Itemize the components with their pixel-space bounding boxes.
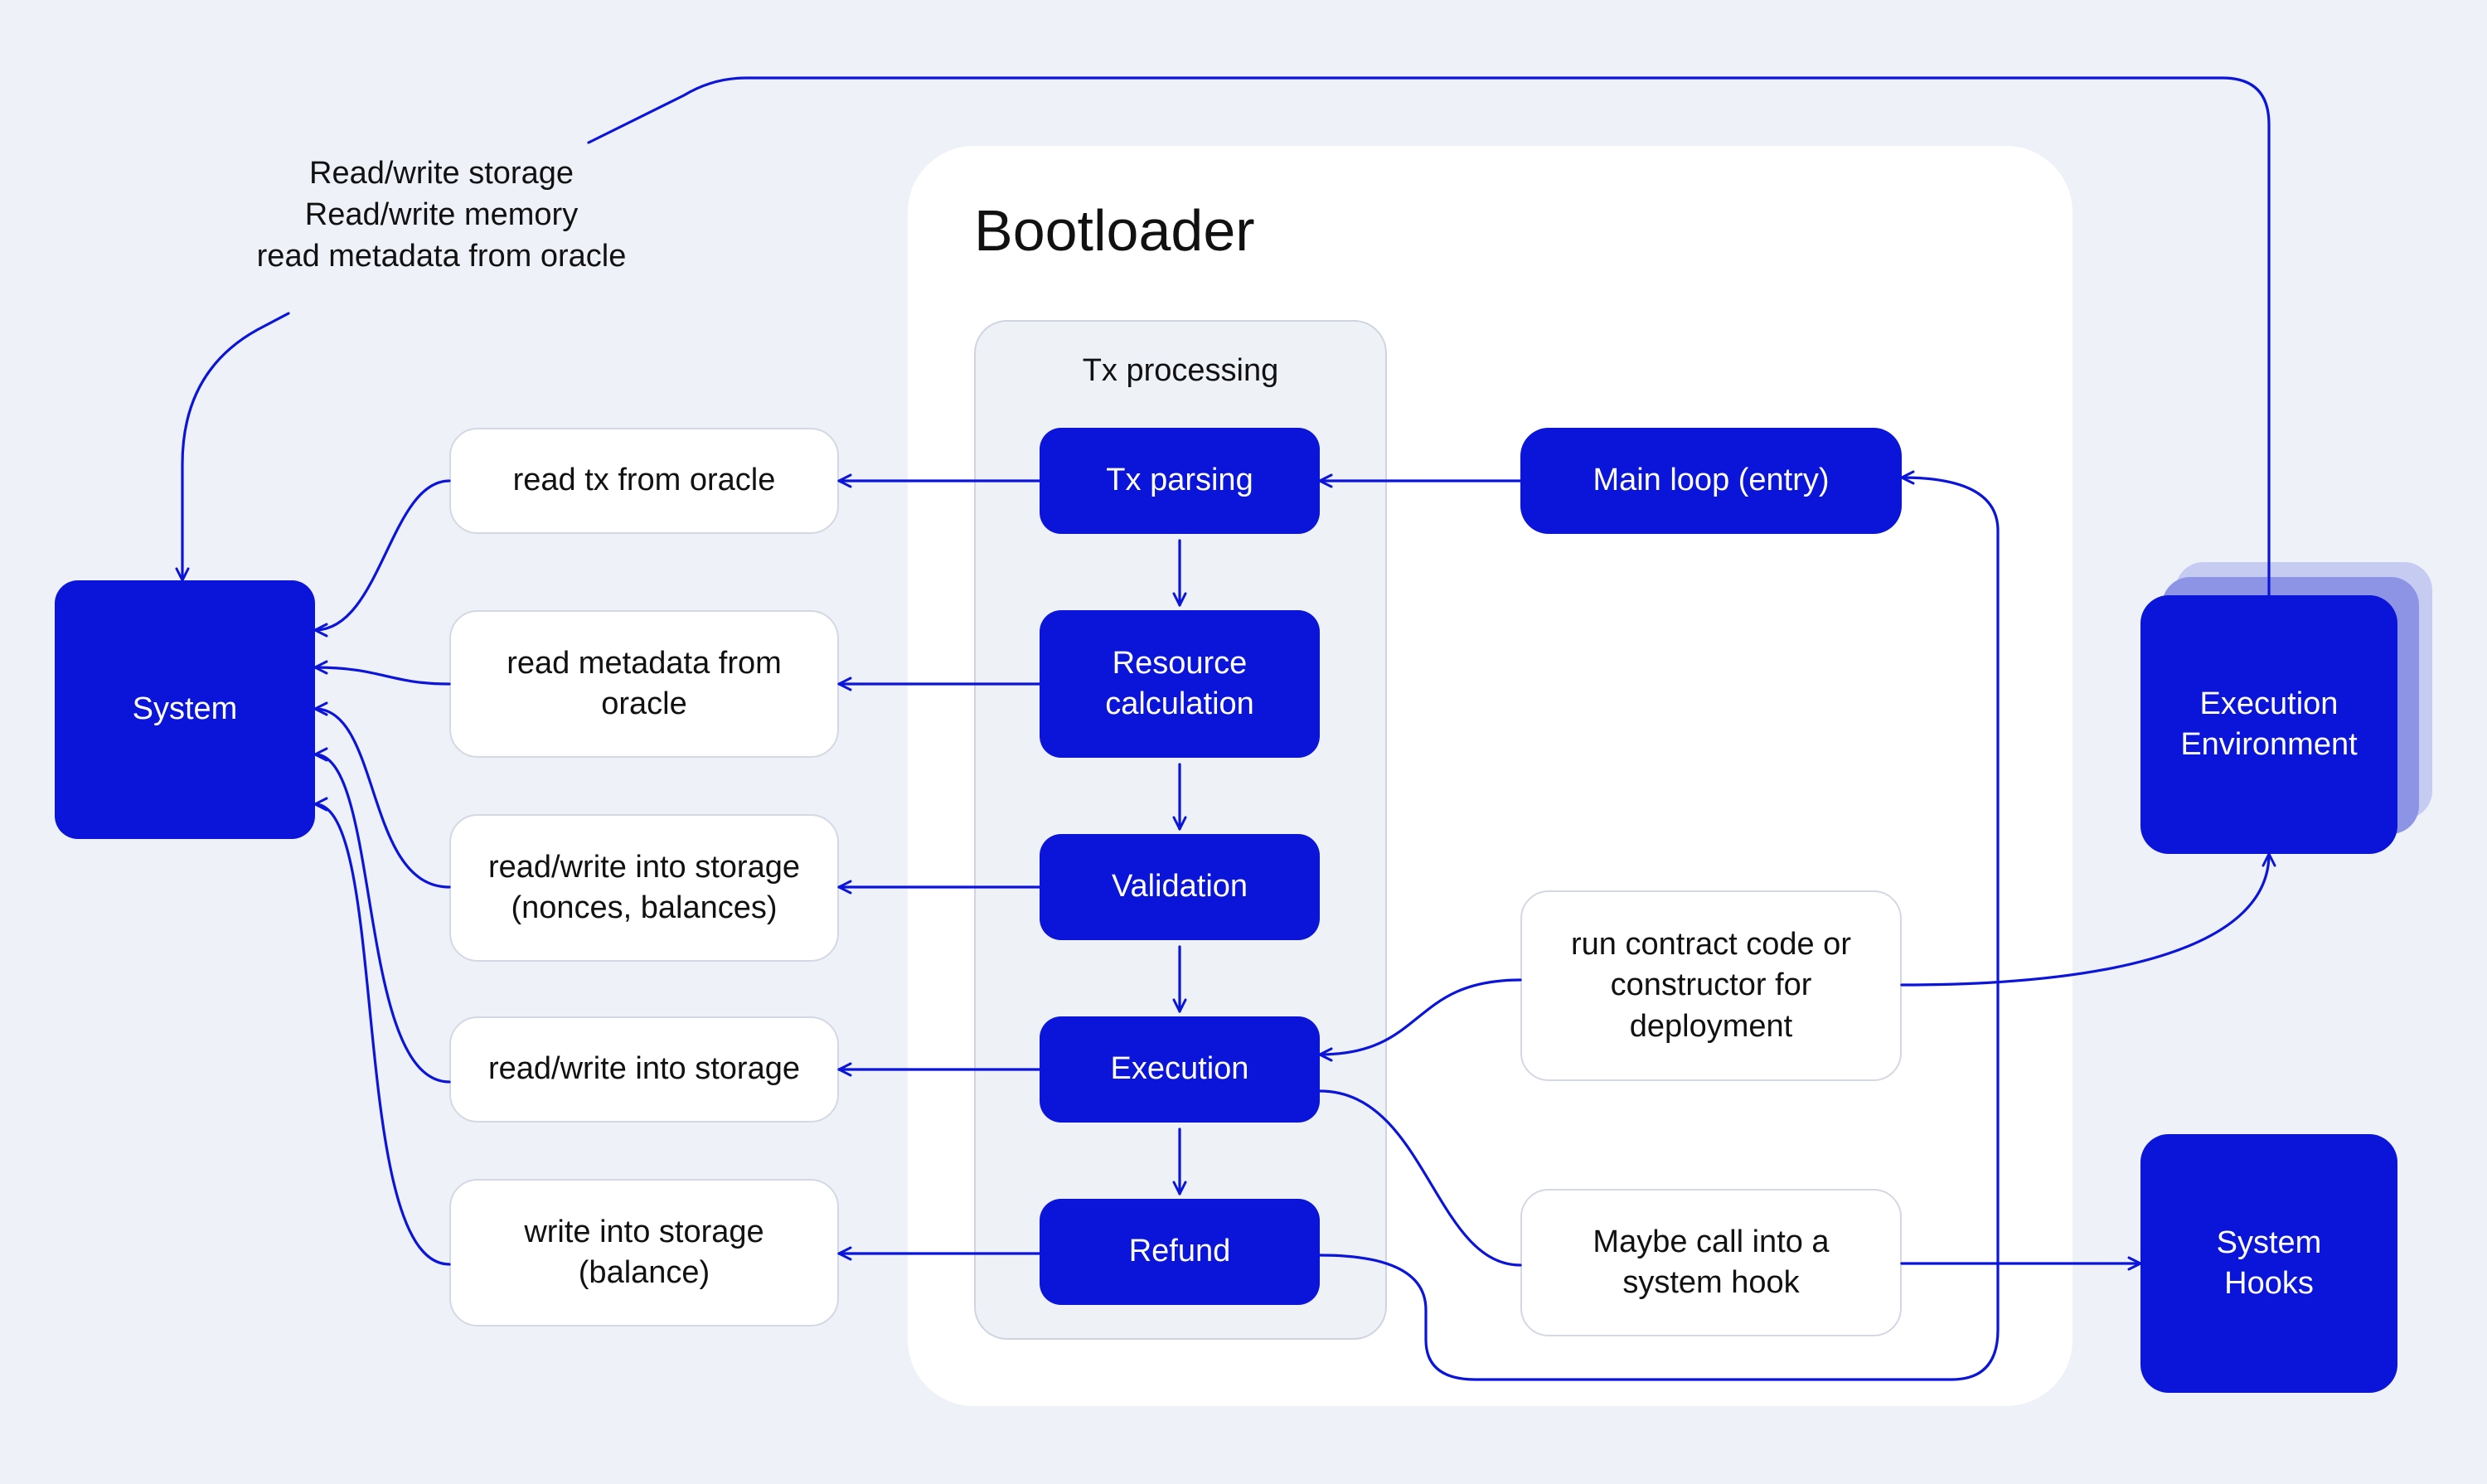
resource-calculation-node[interactable]: Resource calculation (1040, 610, 1320, 758)
main-loop-node[interactable]: Main loop (entry) (1520, 428, 1902, 534)
edge-execution-environment-to-system (182, 76, 2271, 595)
bootloader-title: Bootloader (974, 198, 1255, 263)
edge-refund-to-main-loop (1318, 470, 2000, 1381)
maybe-call-system-hook-node[interactable]: Maybe call into a system hook (1520, 1189, 1902, 1336)
edge-rw-nonces-to-system (313, 701, 451, 889)
edge-read-tx-to-system (313, 479, 451, 638)
edge-read-metadata-to-system (313, 660, 451, 686)
execution-environment-node[interactable]: Execution Environment (2140, 595, 2397, 854)
read-write-nonces-balances-node[interactable]: read/write into storage (nonces, balance… (449, 814, 839, 962)
write-storage-balance-node[interactable]: write into storage (balance) (449, 1179, 839, 1326)
tx-processing-title: Tx processing (1082, 353, 1279, 388)
edge-run-contract-to-execution (1318, 978, 1522, 1062)
execution-environment-annotation: Read/write storage Read/write memory rea… (256, 156, 627, 274)
refund-node[interactable]: Refund (1040, 1199, 1320, 1305)
run-contract-code-node[interactable]: run contract code or constructor for dep… (1520, 890, 1902, 1081)
system-hooks-node[interactable]: System Hooks (2140, 1134, 2397, 1393)
edge-execution-to-maybe-hook (1318, 1089, 1522, 1267)
read-metadata-from-oracle-node[interactable]: read metadata from oracle (449, 610, 839, 758)
read-write-storage-node[interactable]: read/write into storage (449, 1016, 839, 1123)
system-node[interactable]: System (55, 580, 315, 839)
edge-write-balance-to-system (313, 797, 451, 1266)
edge-rw-storage-to-system (313, 747, 451, 1084)
validation-node[interactable]: Validation (1040, 834, 1320, 940)
execution-node[interactable]: Execution (1040, 1016, 1320, 1123)
edge-run-contract-to-execution-environment (1900, 852, 2276, 987)
tx-parsing-node[interactable]: Tx parsing (1040, 428, 1320, 534)
